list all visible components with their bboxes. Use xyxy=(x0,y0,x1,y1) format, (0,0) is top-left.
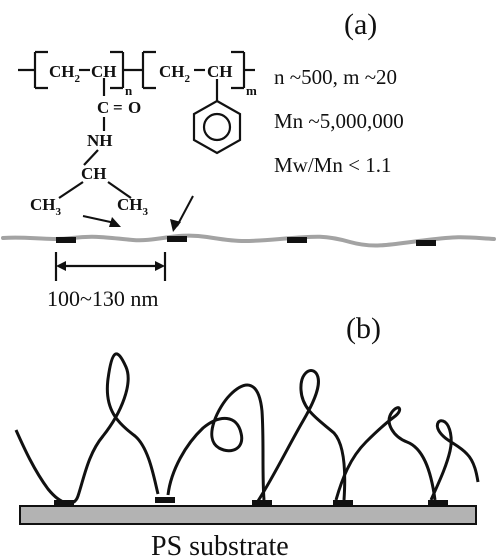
anchor-5 xyxy=(428,500,448,506)
panel-b-label: (b) xyxy=(346,312,381,345)
isopropyl-ch: CH xyxy=(81,164,107,183)
chain-marker-3 xyxy=(287,237,307,243)
brush-loops xyxy=(14,352,480,505)
methyl-left-bond xyxy=(58,181,84,199)
polymer-properties: n ~500, m ~20 Mn ~5,000,000 Mw/Mn < 1.1 xyxy=(274,65,404,177)
surface-anchors xyxy=(54,497,448,506)
dimension-arrow-right xyxy=(155,261,165,271)
chain-marker-4 xyxy=(416,240,436,246)
carbonyl-oxygen: O xyxy=(128,98,141,117)
amide-nitrogen: NH xyxy=(87,131,113,150)
benzene-ring-circle xyxy=(202,112,232,142)
pointer-arrows xyxy=(82,195,194,232)
methyl-right: CH3 xyxy=(117,195,149,218)
brush-loop-5 xyxy=(429,419,480,501)
benzene-ring xyxy=(192,99,242,155)
brush-loop-3 xyxy=(256,368,347,502)
methyl-left: CH3 xyxy=(30,195,62,218)
property-line-2: Mn ~5,000,000 xyxy=(274,109,404,133)
panel-a-label: (a) xyxy=(344,8,377,41)
anchor-2 xyxy=(155,497,175,503)
brush-loop-2 xyxy=(166,383,266,501)
right-ch: CH xyxy=(207,62,233,81)
arrow-left-head xyxy=(109,217,121,227)
carbonyl-carbon: C xyxy=(97,98,109,117)
anchor-1 xyxy=(54,500,74,506)
isopropyl-link xyxy=(83,149,99,166)
substrate-label: PS substrate xyxy=(151,531,289,560)
dimension-arrow-left xyxy=(56,261,66,271)
polymer-structure: CH2 CH n CH2 CH m C = O NH CH CH3 CH3 xyxy=(18,50,257,218)
left-subscript-n: n xyxy=(125,83,133,98)
carbonyl-double-bond: = xyxy=(113,98,123,117)
property-line-1: n ~500, m ~20 xyxy=(274,65,397,89)
left-bracket-1 xyxy=(33,50,48,90)
brush-loop-4 xyxy=(334,406,437,501)
arrow-right-head xyxy=(170,219,181,232)
property-line-3: Mw/Mn < 1.1 xyxy=(274,153,391,177)
ps-substrate-bar xyxy=(19,505,477,525)
right-subscript-m: m xyxy=(246,83,257,98)
methyl-right-bond xyxy=(107,181,132,199)
right-ch2: CH2 xyxy=(159,62,191,85)
chain-marker-2 xyxy=(167,236,187,242)
chain-markers xyxy=(56,236,436,246)
arrow-right-line xyxy=(176,195,194,227)
spacing-label: 100~130 nm xyxy=(47,286,159,311)
chain-marker-1 xyxy=(56,237,76,243)
anchor-3 xyxy=(252,500,272,506)
left-ch: CH xyxy=(91,62,117,81)
spacing-dimension: 100~130 nm xyxy=(47,252,167,311)
brush-loop-1 xyxy=(14,352,160,505)
arrow-left-line xyxy=(82,215,116,224)
right-bracket-1 xyxy=(141,50,156,90)
left-ch2: CH2 xyxy=(49,62,81,85)
anchor-4 xyxy=(333,500,353,506)
right-bracket-2 xyxy=(231,50,246,90)
